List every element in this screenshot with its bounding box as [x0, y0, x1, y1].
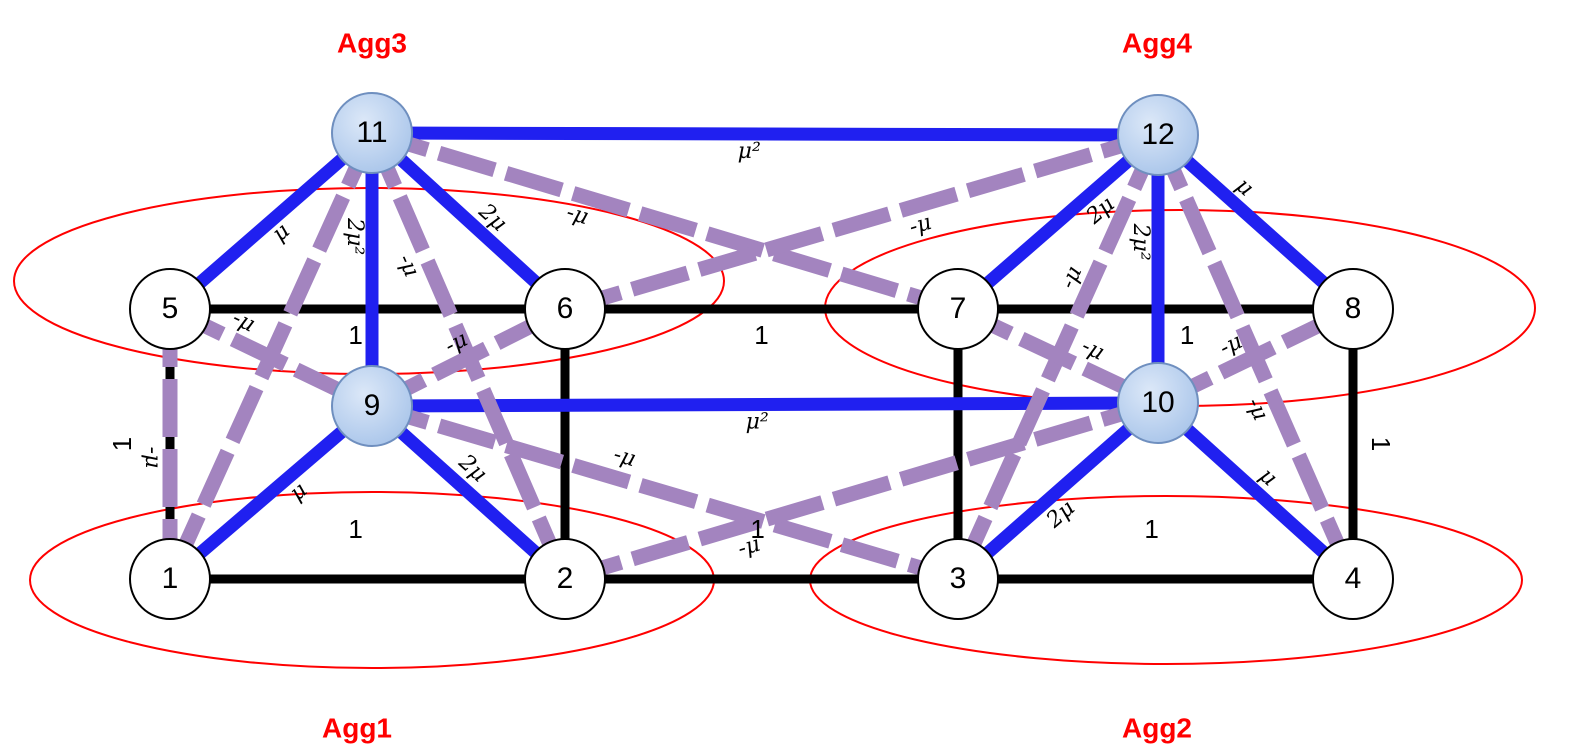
node-label-9: 9: [364, 389, 381, 422]
node-8: 8: [1312, 268, 1394, 350]
edge-label-11-9: 2μ²: [342, 217, 367, 255]
aggregate-label-agg4: Agg4: [1122, 27, 1192, 58]
edge-purple-12-6: [562, 127, 1161, 317]
node-label-10: 10: [1141, 386, 1174, 419]
node-7: 7: [917, 268, 999, 350]
node-circle-2: [524, 538, 606, 620]
black-edge-layer: [165, 304, 1358, 584]
node-1: 1: [129, 538, 211, 620]
node-circle-6: [524, 268, 606, 350]
edge-label-9-3: -μ: [611, 442, 639, 472]
aggregate-label-layer: Agg1 Agg2 Agg3 Agg4: [322, 27, 1192, 743]
node-3: 3: [917, 538, 999, 620]
edge-blue-12-7: [953, 130, 1163, 314]
edge-label-4-8: 1: [1366, 437, 1396, 451]
edge-label-1-2: 1: [348, 514, 362, 544]
edge-label-1-5: 1: [107, 437, 137, 451]
edge-blue-11-6: [367, 128, 570, 314]
edge-blue-9-1: [165, 401, 377, 584]
edge-blue-11-5: [165, 128, 377, 314]
node-9: 9: [331, 365, 413, 447]
edge-label-5-6: 1: [348, 320, 362, 350]
edge-label-11-12: μ²: [738, 139, 761, 164]
node-label-7: 7: [950, 292, 967, 325]
node-2: 2: [524, 538, 606, 620]
edge-label-9-10: μ²: [746, 409, 769, 434]
node-circle-4: [1312, 538, 1394, 620]
aggregate-label-agg1: Agg1: [322, 712, 392, 743]
node-label-8: 8: [1345, 292, 1362, 325]
node-label-5: 5: [162, 292, 179, 325]
node-circle-12: [1117, 94, 1199, 176]
edge-purple-9-3: [369, 398, 961, 587]
edge-label-5-1: -μ: [140, 447, 165, 469]
node-label-2: 2: [557, 562, 574, 595]
node-circle-5: [129, 268, 211, 350]
node-12: 12: [1117, 94, 1199, 176]
node-label-3: 3: [950, 562, 967, 595]
node-label-12: 12: [1141, 118, 1174, 151]
node-label-4: 4: [1345, 562, 1362, 595]
edge-label-11-2: -μ: [392, 251, 424, 281]
edge-label-12-6: -μ: [906, 210, 934, 240]
aggregate-label-agg3: Agg3: [337, 27, 407, 58]
node-circle-7: [917, 268, 999, 350]
node-label-6: 6: [557, 292, 574, 325]
node-5: 5: [129, 268, 211, 350]
edge-label-7-8: 1: [1180, 320, 1194, 350]
edge-blue-10-4: [1153, 398, 1358, 584]
edge-blue-12-8: [1153, 130, 1358, 314]
node-circle-1: [129, 538, 211, 620]
node-label-1: 1: [162, 562, 179, 595]
edge-blue-11-12: [371, 126, 1159, 142]
node-11: 11: [331, 92, 413, 174]
node-circle-8: [1312, 268, 1394, 350]
node-circle-3: [917, 538, 999, 620]
blue-edge-layer: [165, 126, 1358, 584]
edge-label-3-4: 1: [1144, 514, 1158, 544]
node-circle-10: [1117, 362, 1199, 444]
edge-purple-10-2: [562, 395, 1161, 587]
node-circle-11: [331, 92, 413, 174]
edge-blue-10-3: [953, 398, 1163, 584]
node-label-11: 11: [356, 116, 387, 149]
node-10: 10: [1117, 362, 1199, 444]
purple-edge-layer: [162, 125, 1360, 587]
aggregate-label-agg2: Agg2: [1122, 712, 1192, 743]
edge-label-7-10: -μ: [1078, 334, 1108, 366]
node-6: 6: [524, 268, 606, 350]
node-4: 4: [1312, 538, 1394, 620]
edge-label-12-10: 2μ²: [1128, 223, 1153, 261]
edge-label-2-3: 1: [750, 514, 764, 544]
node-circle-9: [331, 365, 413, 447]
edge-label-6-7: 1: [754, 320, 768, 350]
edge-purple-11-7: [369, 125, 961, 317]
edge-blue-9-10: [371, 396, 1159, 413]
edge-blue-9-2: [367, 401, 570, 584]
